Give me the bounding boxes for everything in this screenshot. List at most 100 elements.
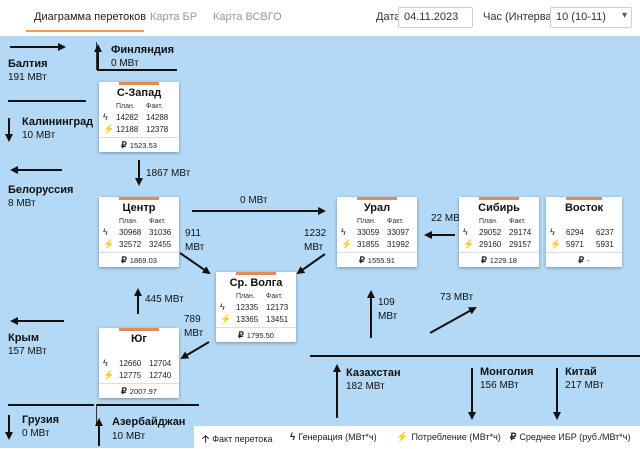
arrow-kz-sibir [429,307,477,334]
header-fact: Факт. [149,218,166,225]
price-value: 2007.97 [129,387,157,396]
cons-plan: 29160 [479,240,502,249]
boundary-line [96,404,97,426]
card-accent [119,328,159,331]
card-accent [119,197,159,200]
ruble-icon: ₽ [121,255,127,265]
card-divider [459,252,539,253]
zone-name: Восток [564,202,604,214]
ext-georgia-name: Грузия [22,414,60,426]
price-row: ₽1869.03 [99,255,179,266]
boundary-line [97,69,177,71]
gen-fact: 6237 [596,228,614,237]
ext-belarus-name: Белоруссия [8,184,74,196]
zone-card-ural[interactable]: Урал План. Факт. ϟ 33059 33097 ⚡ 31855 3… [337,197,417,267]
gen-plan: 12335 [236,303,259,312]
gen-fact: 12173 [266,303,289,312]
price-value: 1869.03 [129,256,157,265]
arrow-centr-srvolga [179,252,211,275]
gen-plan: 29052 [479,228,502,237]
cons-fact: 31992 [387,240,410,249]
zone-name: Сибирь [478,202,520,214]
date-field[interactable]: 04.11.2023 [398,7,473,28]
zone-name: Ср. Волга [229,277,283,289]
active-tab-indicator [26,30,144,32]
card-accent [566,197,602,200]
legend-cons: ⚡Потребление (МВт*ч) [396,432,501,443]
consumption-icon: ⚡ [463,239,475,249]
gen-fact: 12704 [149,359,172,368]
gen-fact: 31036 [149,228,172,237]
chevron-down-icon: ▾ [621,10,627,21]
card-divider [546,252,622,253]
card-accent [236,272,276,275]
gen-plan: 12660 [119,359,142,368]
price-value: 1795.50 [246,331,274,340]
zone-card-centr[interactable]: Центр План. Факт. ϟ 30968 31036 ⚡ 32572 … [99,197,179,267]
card-divider [99,252,179,253]
ext-kazakhstan-value: 182 МВт [346,381,385,392]
zone-card-sibir[interactable]: Сибирь План. Факт. ϟ 29052 29174 ⚡ 29160… [459,197,539,267]
ext-crimea-name: Крым [8,332,39,344]
tab-br-map[interactable]: Карта БР [150,11,198,23]
legend-flow: 🡡Факт перетока [202,432,272,449]
arrow-ural-srvolga [296,253,326,275]
ext-belarus-value: 8 МВт [8,198,36,209]
gen-plan: 30968 [119,228,142,237]
header-fact: Факт. [146,103,163,110]
cons-fact: 12378 [146,125,169,134]
zone-name: Центр [122,202,156,214]
flow-centr-ural: 0 МВт [240,195,268,206]
generation-icon: ϟ [103,358,108,368]
tab-flow-diagram[interactable]: Диаграмма перетоков [34,11,147,23]
generation-icon: ϟ [103,112,108,122]
consumption-icon: ⚡ [103,124,115,134]
boundary-line [310,355,640,357]
zone-card-srvolga[interactable]: Ср. Волга План. Факт. ϟ 12335 12173 ⚡ 13… [216,272,296,342]
price-value: 1523.53 [129,141,157,150]
cons-plan: 32572 [119,240,142,249]
gen-fact: 29174 [509,228,532,237]
ext-crimea-value: 157 МВт [8,346,47,357]
flow-sibir-ural: 22 МВт [431,213,465,224]
ext-china-value: 217 МВт [565,380,604,391]
header-fact: Факт. [509,218,526,225]
gen-fact: 33097 [387,228,410,237]
ext-kaliningrad-value: 10 МВт [22,130,56,141]
consumption-icon: ⚡ [103,239,115,249]
card-divider [216,327,296,328]
ext-finland-name: Финляндия [111,44,175,56]
ruble-icon: ₽ [121,386,127,396]
price-row: ₽1795.50 [216,330,296,341]
zone-name: С-Запад [116,87,162,99]
generation-icon: ϟ [290,432,296,443]
price-row: ₽- [546,255,622,266]
cons-plan: 12188 [116,125,139,134]
ext-finland-value: 0 МВт [111,58,139,69]
cons-plan: 5971 [566,240,584,249]
price-row: ₽1555.91 [337,255,417,266]
legend-cons-label: Потребление (МВт*ч) [411,432,501,442]
tab-vsvgo-map[interactable]: Карта ВСВГО [213,11,282,23]
zone-card-vostok[interactable]: Восток ϟ 6294 6237 ⚡ 5971 5931 ₽- [546,197,622,267]
price-value: 1555.91 [367,256,395,265]
hour-select[interactable]: 10 (10-11) ▾ [550,7,632,28]
price-value: - [587,256,590,265]
legend-price-label: Среднее ИБР (руб./МВт*ч) [519,432,631,442]
ruble-icon: ₽ [510,432,517,443]
cons-plan: 31855 [357,240,380,249]
zone-card-yug[interactable]: Юг ϟ 12660 12704 ⚡ 12775 12740 ₽2007.97 [99,328,179,398]
gen-plan: 6294 [566,228,584,237]
flow-szapad-centr: 1867 МВт [146,168,191,179]
zone-card-szapad[interactable]: С-Запад План. Факт. ϟ 14282 14288 ⚡ 1218… [99,82,179,152]
date-value: 04.11.2023 [404,11,459,23]
ext-baltia-name: Балтия [8,58,48,70]
ruble-icon: ₽ [578,255,585,265]
flow-arrow-icon: 🡡 [202,434,210,445]
header-plan: План. [119,218,138,225]
cons-fact: 12740 [149,371,172,380]
flow-centr-srvolga: 911 МВт [185,228,205,253]
header-plan: План. [236,293,255,300]
